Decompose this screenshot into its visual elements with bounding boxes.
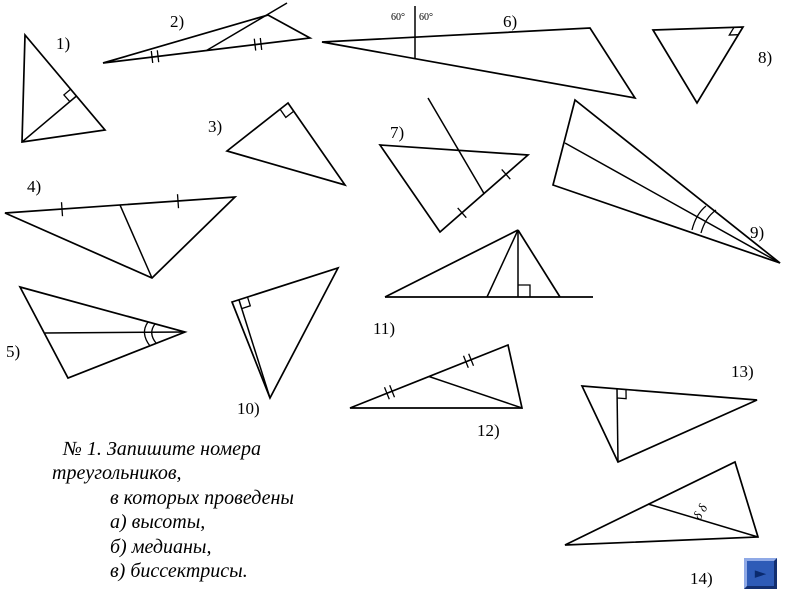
figure-5-label: 5) [6, 342, 20, 361]
figure-10-right-angle-icon [241, 297, 252, 310]
figure-8-triangle [651, 26, 745, 105]
figure-8-right-angle-icon [728, 26, 739, 36]
figure-9-bisector [564, 142, 781, 264]
figure-5: 5) [6, 285, 188, 380]
figure-13-altitude [616, 388, 619, 463]
figure-6-triangle [321, 27, 637, 100]
task-line-bisectors: в) биссектрисы. [110, 559, 248, 582]
figure-14: δ δ 14) [564, 460, 760, 588]
figure-2-label: 2) [170, 12, 184, 31]
figure-2-median [206, 2, 288, 52]
figure-14-triangle [564, 460, 760, 546]
figure-14-label: 14) [690, 569, 713, 588]
figure-4-label: 4) [27, 177, 41, 196]
figure-4-equal-ticks-icon [60, 194, 180, 217]
figure-13-label: 13) [731, 362, 754, 381]
figure-11-left-side [384, 229, 519, 298]
figure-12-equal-ticks-icon [383, 353, 475, 400]
figure-7-triangle [378, 144, 531, 234]
figure-3-label: 3) [208, 117, 222, 136]
figure-12-label: 12) [477, 421, 500, 440]
figure-9: 9) [551, 98, 781, 264]
arrow-right-icon: ► [754, 564, 767, 582]
figure-12-median [428, 375, 523, 409]
figure-10: 10) [230, 266, 340, 418]
figure-1-altitude [21, 95, 77, 143]
figure-14-delta-labels: δ δ [690, 501, 711, 523]
figure-3-triangle [225, 101, 348, 187]
figure-7-median [427, 97, 485, 194]
figure-9-angle-arcs-icon [691, 205, 717, 234]
figure-11-label: 11) [373, 319, 395, 338]
next-slide-button[interactable]: ► [744, 558, 777, 589]
figure-9-label: 9) [750, 223, 764, 242]
figure-1: 1) [21, 32, 107, 143]
figure-9-triangle [551, 98, 781, 264]
figure-12: 12) [349, 343, 524, 440]
figure-7-label: 7) [390, 123, 404, 142]
task-line: № 1. Запишите номера [63, 438, 261, 460]
figure-3: 3) [208, 101, 348, 187]
task-line-medians: б) медианы, [110, 535, 212, 558]
figure-13-triangle [580, 385, 758, 464]
figure-5-triangle [18, 285, 188, 380]
figure-6: 60° 60° 6) [321, 6, 637, 100]
figure-5-angle-arcs-icon [143, 321, 157, 347]
figure-13-right-angle-icon [617, 389, 627, 400]
figure-3-right-angle-icon [279, 108, 295, 119]
figure-5-bisector [44, 331, 186, 334]
figure-8: 8) [651, 26, 772, 105]
task-line: в которых проведены [110, 486, 294, 509]
figure-7: 7) [378, 97, 531, 234]
figure-6-angle-label-right: 60° [419, 12, 433, 23]
figure-4-triangle [4, 195, 238, 280]
figure-11-cevian [486, 229, 519, 298]
figure-6-label: 6) [503, 12, 517, 31]
figure-1-triangle [21, 32, 107, 143]
task-line: треугольников, [52, 462, 182, 485]
figure-2: 2) [102, 2, 313, 64]
task-line-heights: а) высоты, [110, 511, 206, 534]
figure-10-triangle [230, 266, 340, 401]
figure-6-angle-label-left: 60° [391, 12, 405, 23]
figure-7-equal-ticks-icon [457, 168, 511, 219]
figure-8-label: 8) [758, 48, 772, 67]
figure-1-label: 1) [56, 34, 70, 53]
figure-13: 13) [580, 362, 758, 464]
figure-11-right-side [517, 229, 561, 298]
task-text: № 1. Запишите номера треугольников, в ко… [50, 437, 294, 583]
figure-14-bisector [647, 503, 759, 538]
figure-2-equal-ticks-icon [150, 37, 263, 63]
figure-10-altitude [238, 299, 271, 399]
figure-1-right-angle-icon [62, 88, 72, 103]
figure-4: 4) [4, 177, 238, 280]
figure-4-median [119, 204, 153, 279]
figure-2-triangle [102, 14, 313, 64]
figure-11-right-angle-icon [518, 284, 531, 297]
figure-10-label: 10) [237, 399, 260, 418]
figure-11: 11) [373, 229, 593, 338]
